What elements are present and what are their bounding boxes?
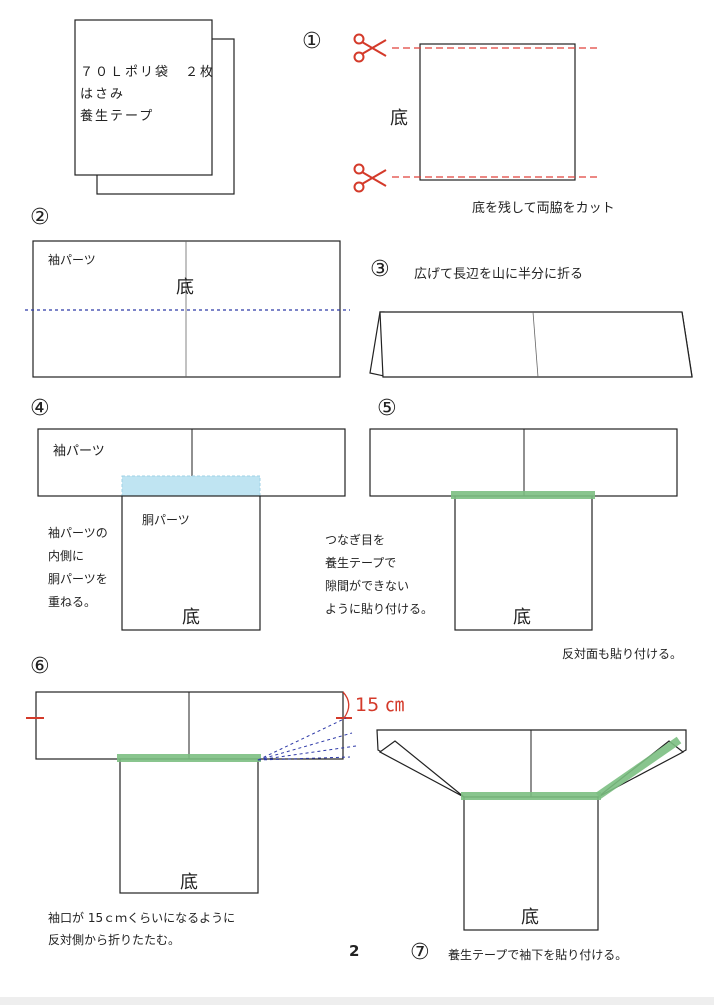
step7-caption: 養生テープで袖下を貼り付ける。	[448, 948, 628, 962]
materials-card-front	[74, 19, 213, 176]
material-item: 養生テープ	[80, 109, 155, 124]
step1-bag	[419, 43, 576, 181]
step6-measure-arc	[342, 691, 350, 719]
step4-bottom-label: 底	[182, 607, 200, 628]
step2-bottom-label: 底	[176, 277, 194, 298]
step7-garment	[376, 729, 687, 931]
page-number: 2	[349, 942, 360, 960]
step2-sheet	[32, 240, 341, 378]
step1-caption: 底を残して両脇をカット	[472, 201, 615, 216]
step2-sleeve-label: 袖パーツ	[48, 253, 96, 267]
step2-number: ②	[30, 205, 50, 230]
step1-bottom-label: 底	[390, 108, 408, 129]
page-bottom-bar	[0, 997, 714, 1005]
step6-bottom-label: 底	[180, 872, 198, 893]
step5-tape	[451, 491, 595, 499]
step4-sleeve-label: 袖パーツ	[53, 444, 105, 459]
scissors-icon	[353, 163, 387, 193]
step5-note: つなぎ目を 養生テープで 隙間ができない ように貼り付ける。	[325, 533, 434, 616]
step4-overlap-area	[121, 475, 261, 497]
step7-tape-center	[461, 792, 601, 800]
materials-list: ７０Ｌポリ袋 ２枚 はさみ 養生テープ	[80, 62, 215, 128]
step6-tape	[117, 754, 261, 762]
scissors-icon	[353, 33, 387, 63]
step4-number: ④	[30, 396, 50, 421]
step5-caption: 反対面も貼り付ける。	[562, 647, 683, 661]
material-item: ７０Ｌポリ袋 ２枚	[80, 65, 216, 80]
step3-caption: 広げて長辺を山に半分に折る	[414, 267, 584, 282]
step4-note: 袖パーツの 内側に 胴パーツを 重ねる。	[48, 526, 108, 609]
step7-bottom-label: 底	[521, 907, 539, 928]
step6-measure-label: 15 ㎝	[355, 694, 405, 716]
material-item: はさみ	[80, 87, 126, 102]
step3-number: ③	[370, 257, 390, 282]
step5-number: ⑤	[377, 396, 397, 421]
step3-folded-sheet	[369, 311, 693, 378]
step1-number: ①	[302, 29, 322, 54]
step7-tape-side	[595, 736, 682, 800]
step6-fold-guides	[257, 717, 357, 761]
step6-number: ⑥	[30, 654, 50, 679]
step4-body	[121, 495, 261, 631]
step5-bottom-label: 底	[513, 607, 531, 628]
step4-body-label: 胴パーツ	[142, 513, 190, 527]
step6-body	[119, 758, 259, 894]
step7-number: ⑦	[410, 940, 430, 965]
step6-note: 袖口が 15ｃｍくらいになるように 反対側から折りたたむ。	[48, 911, 236, 947]
step5-body	[454, 495, 593, 631]
